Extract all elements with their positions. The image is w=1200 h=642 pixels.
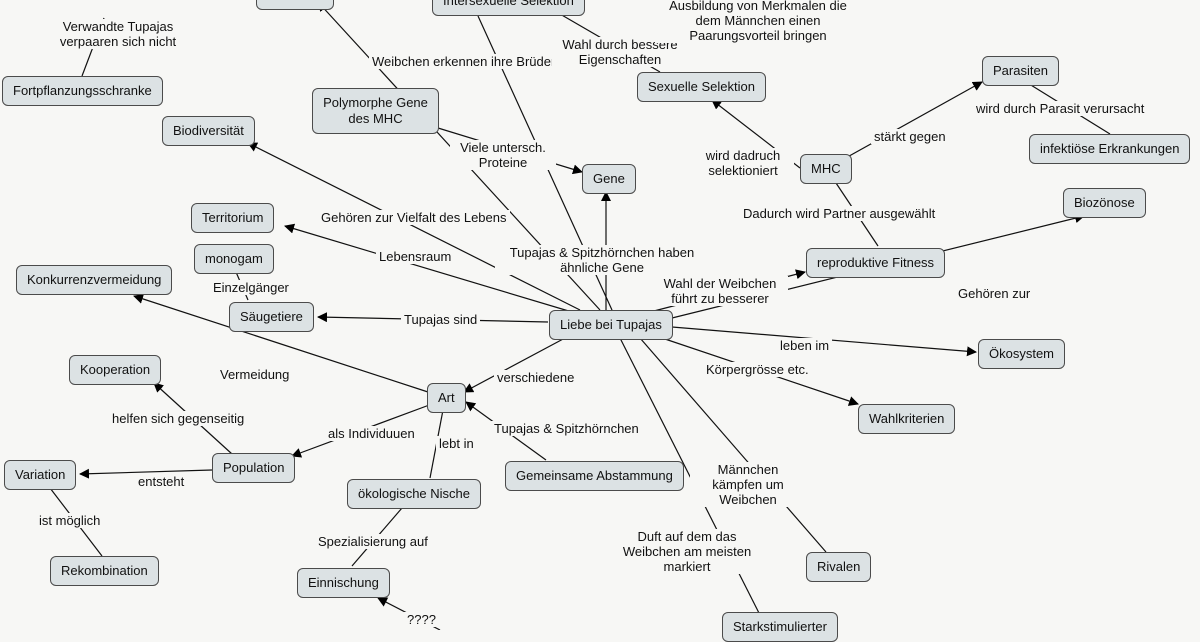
- node-kooperation[interactable]: Kooperation: [69, 355, 162, 385]
- node-konkurrenzvermeidung[interactable]: Konkurrenzvermeidung: [16, 265, 173, 295]
- label-staerkt-gegen: stärkt gegen: [871, 129, 949, 144]
- label-als-individuen: als Individuuen: [325, 426, 418, 441]
- label-gehoeren-zur: Gehören zur: [955, 286, 1034, 301]
- node-reproduktive-fitness[interactable]: reproduktive Fitness: [806, 248, 946, 278]
- label-selektioniert: wird dadruch selektioniert: [692, 148, 794, 178]
- label-tupajas-spitz: Tupajas & Spitzhörnchen: [491, 421, 642, 436]
- node-rivalen[interactable]: Rivalen: [806, 552, 872, 582]
- node-wahlkriterien[interactable]: Wahlkriterien: [858, 404, 956, 434]
- node-intersexuelle-selektion[interactable]: Intersexuelle Selektion: [432, 0, 585, 16]
- node-fortpflanzungsschranke[interactable]: Fortpflanzungsschranke: [2, 76, 163, 106]
- link-liebe-art: [463, 337, 566, 393]
- node-parasiten[interactable]: Parasiten: [982, 56, 1059, 86]
- label-ist-moeglich: ist möglich: [36, 513, 104, 528]
- node-oekologische-nische[interactable]: ökologische Nische: [347, 479, 482, 509]
- label-vermeidung: Vermeidung: [217, 367, 293, 382]
- link-art-konkurrenz: [133, 294, 429, 393]
- node-sexuelle-selektion[interactable]: Sexuelle Selektion: [637, 72, 766, 102]
- label-verschiedene: verschiedene: [494, 370, 578, 385]
- label-lebensraum: Lebensraum: [376, 249, 455, 264]
- node-mhc[interactable]: MHC: [800, 154, 852, 184]
- label-ausbildung: Ausbildung von Merkmalen die dem Männche…: [655, 0, 861, 43]
- link-mhc-parasiten: [841, 81, 983, 161]
- label-parasit-verursacht: wird durch Parasit verursacht: [973, 101, 1148, 116]
- label-verwandte: Verwandte Tupajas verpaaren sich nicht: [40, 19, 196, 49]
- node-starkstimulierter[interactable]: Starkstimulierter: [722, 612, 838, 642]
- link-liebe-rivalen: [639, 337, 827, 553]
- label-helfen: helfen sich gegenseitig: [109, 411, 248, 426]
- label-einzelgaenger: Einzelgänger: [210, 280, 292, 295]
- node-liebe-bei-tupajas[interactable]: Liebe bei Tupajas: [549, 310, 673, 340]
- label-vielfalt: Gehören zur Vielfalt des Lebens: [318, 210, 510, 225]
- link-liebe-territorium: [284, 223, 573, 313]
- node-territorium[interactable]: Territorium: [191, 203, 275, 233]
- label-fragezeichen: ????: [404, 612, 439, 627]
- label-maennchen-kaempfen: Männchen kämpfen um Weibchen: [690, 462, 806, 507]
- link-population-variation: [79, 468, 213, 479]
- label-spezialisierung: Spezialisierung auf: [315, 534, 431, 549]
- node-oekosystem[interactable]: Ökosystem: [978, 339, 1066, 369]
- node-art[interactable]: Art: [427, 383, 466, 413]
- node-biodiversitaet[interactable]: Biodiversität: [162, 116, 255, 146]
- node-saeugetiere[interactable]: Säugetiere: [229, 302, 314, 332]
- label-weibchen-brueder: Weibchen erkennen ihre Brüder.: [369, 54, 562, 69]
- node-top-cut: [256, 0, 334, 10]
- label-entsteht: entsteht: [135, 474, 188, 489]
- node-polymorphe-gene[interactable]: Polymorphe Gene des MHC: [312, 88, 439, 134]
- link-liebe-biodiversitaet: [247, 142, 581, 311]
- node-infektioese-erkrankungen[interactable]: infektiöse Erkrankungen: [1029, 134, 1191, 164]
- node-gemeinsame-abstammung[interactable]: Gemeinsame Abstammung: [505, 461, 684, 491]
- node-population[interactable]: Population: [212, 453, 296, 483]
- node-gene[interactable]: Gene: [582, 164, 636, 194]
- label-viele-proteine: Viele untersch. Proteine: [450, 140, 556, 170]
- node-einnischung[interactable]: Einnischung: [297, 568, 390, 598]
- label-lebt-in: lebt in: [436, 436, 477, 451]
- node-biozoenose[interactable]: Biozönose: [1063, 188, 1146, 218]
- label-partner: Dadurch wird Partner ausgewählt: [740, 206, 939, 221]
- node-variation[interactable]: Variation: [4, 460, 77, 490]
- label-aehnliche-gene: Tupajas & Spitzhörnchen haben ähnliche G…: [495, 245, 709, 275]
- label-tupajas-sind: Tupajas sind: [401, 312, 481, 327]
- label-duft: Duft auf dem das Weibchen am meisten mar…: [608, 529, 766, 574]
- node-rekombination[interactable]: Rekombination: [50, 556, 159, 586]
- label-leben-im: leben im: [777, 338, 833, 353]
- node-monogam[interactable]: monogam: [194, 244, 274, 274]
- label-koerpergroesse: Körpergrösse etc.: [703, 362, 812, 377]
- label-wahl-weibchen: Wahl der Weibchen führt zu besserer: [652, 276, 788, 306]
